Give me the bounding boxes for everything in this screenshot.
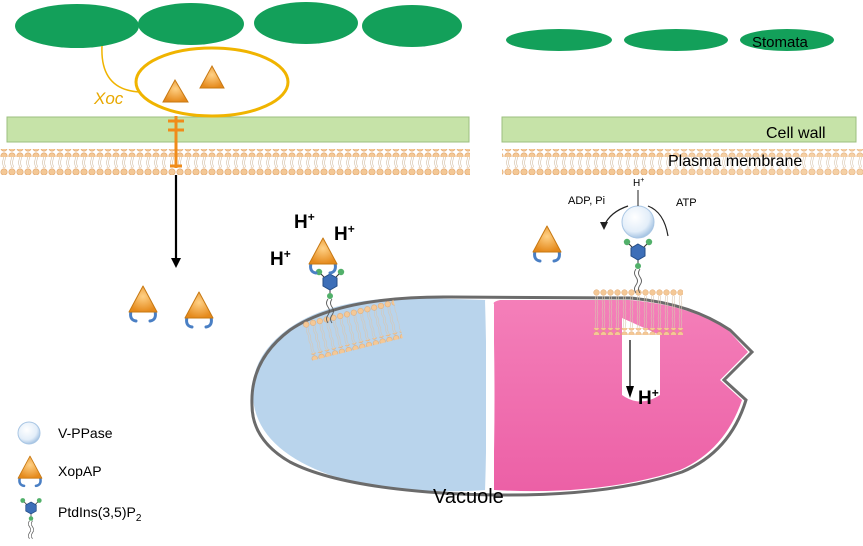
xopap-triangle-icon	[162, 78, 189, 103]
stoma	[624, 29, 728, 51]
xopap-triangle-icon	[531, 224, 563, 263]
stoma	[138, 3, 244, 45]
xopap-triangle-icon	[127, 284, 159, 323]
cell-wall-right	[501, 116, 857, 143]
xopap-triangle-icon	[16, 454, 44, 488]
vppase-sphere-icon	[17, 421, 41, 445]
tonoplast-patch-right	[593, 289, 683, 335]
stomata-right-group	[506, 29, 834, 51]
plasma-membrane-right	[502, 149, 863, 175]
stomata-label: Stomata	[752, 34, 809, 51]
legend-vppase-label: V-PPase	[58, 425, 113, 441]
xoc-ring	[134, 46, 290, 118]
vppase-sphere-icon	[621, 205, 655, 239]
h-plus-small-label: H+	[633, 177, 644, 189]
h-plus-label: H+	[294, 210, 315, 233]
vacuole-label: Vacuole	[433, 486, 504, 508]
plasma-membrane-left	[0, 149, 470, 175]
stoma	[15, 4, 139, 48]
stomata-left-group	[15, 2, 462, 48]
h-plus-label: H+	[638, 386, 659, 409]
legend-xopap-label: XopAP	[58, 463, 102, 479]
legend-ptdins-label: PtdIns(3,5)P2	[58, 504, 142, 524]
ptdins-lipid-icon	[19, 497, 43, 540]
ptdins-lipid-icon	[623, 238, 653, 294]
tonoplast-patch-left	[302, 299, 403, 361]
arrow-down-icon	[626, 386, 634, 398]
arrow-down-icon	[171, 175, 181, 268]
stoma	[740, 29, 834, 51]
secretion-channel	[168, 116, 184, 168]
xoc-label: Xoc	[93, 89, 124, 108]
plasma-membrane-label: Plasma membrane	[668, 153, 802, 170]
xopap-triangle-icon	[199, 64, 225, 89]
xopap-triangle-icon	[183, 290, 215, 329]
stoma	[254, 2, 358, 44]
vacuole-right-lobe	[493, 300, 748, 492]
adp-pi-label: ADP, Pi	[568, 195, 605, 207]
stoma	[506, 29, 612, 51]
h-plus-label: H+	[270, 247, 291, 270]
h-plus-label: H+	[334, 222, 355, 245]
cell-wall-left	[6, 116, 470, 143]
xopap-triangle-icon	[307, 236, 339, 275]
xoc-tether-line	[101, 45, 141, 93]
atp-label: ATP	[676, 197, 697, 209]
legend: V-PPase XopAP PtdIns(3,5)P2	[16, 421, 142, 540]
stoma	[362, 5, 462, 47]
cell-wall-label: Cell wall	[766, 125, 826, 142]
